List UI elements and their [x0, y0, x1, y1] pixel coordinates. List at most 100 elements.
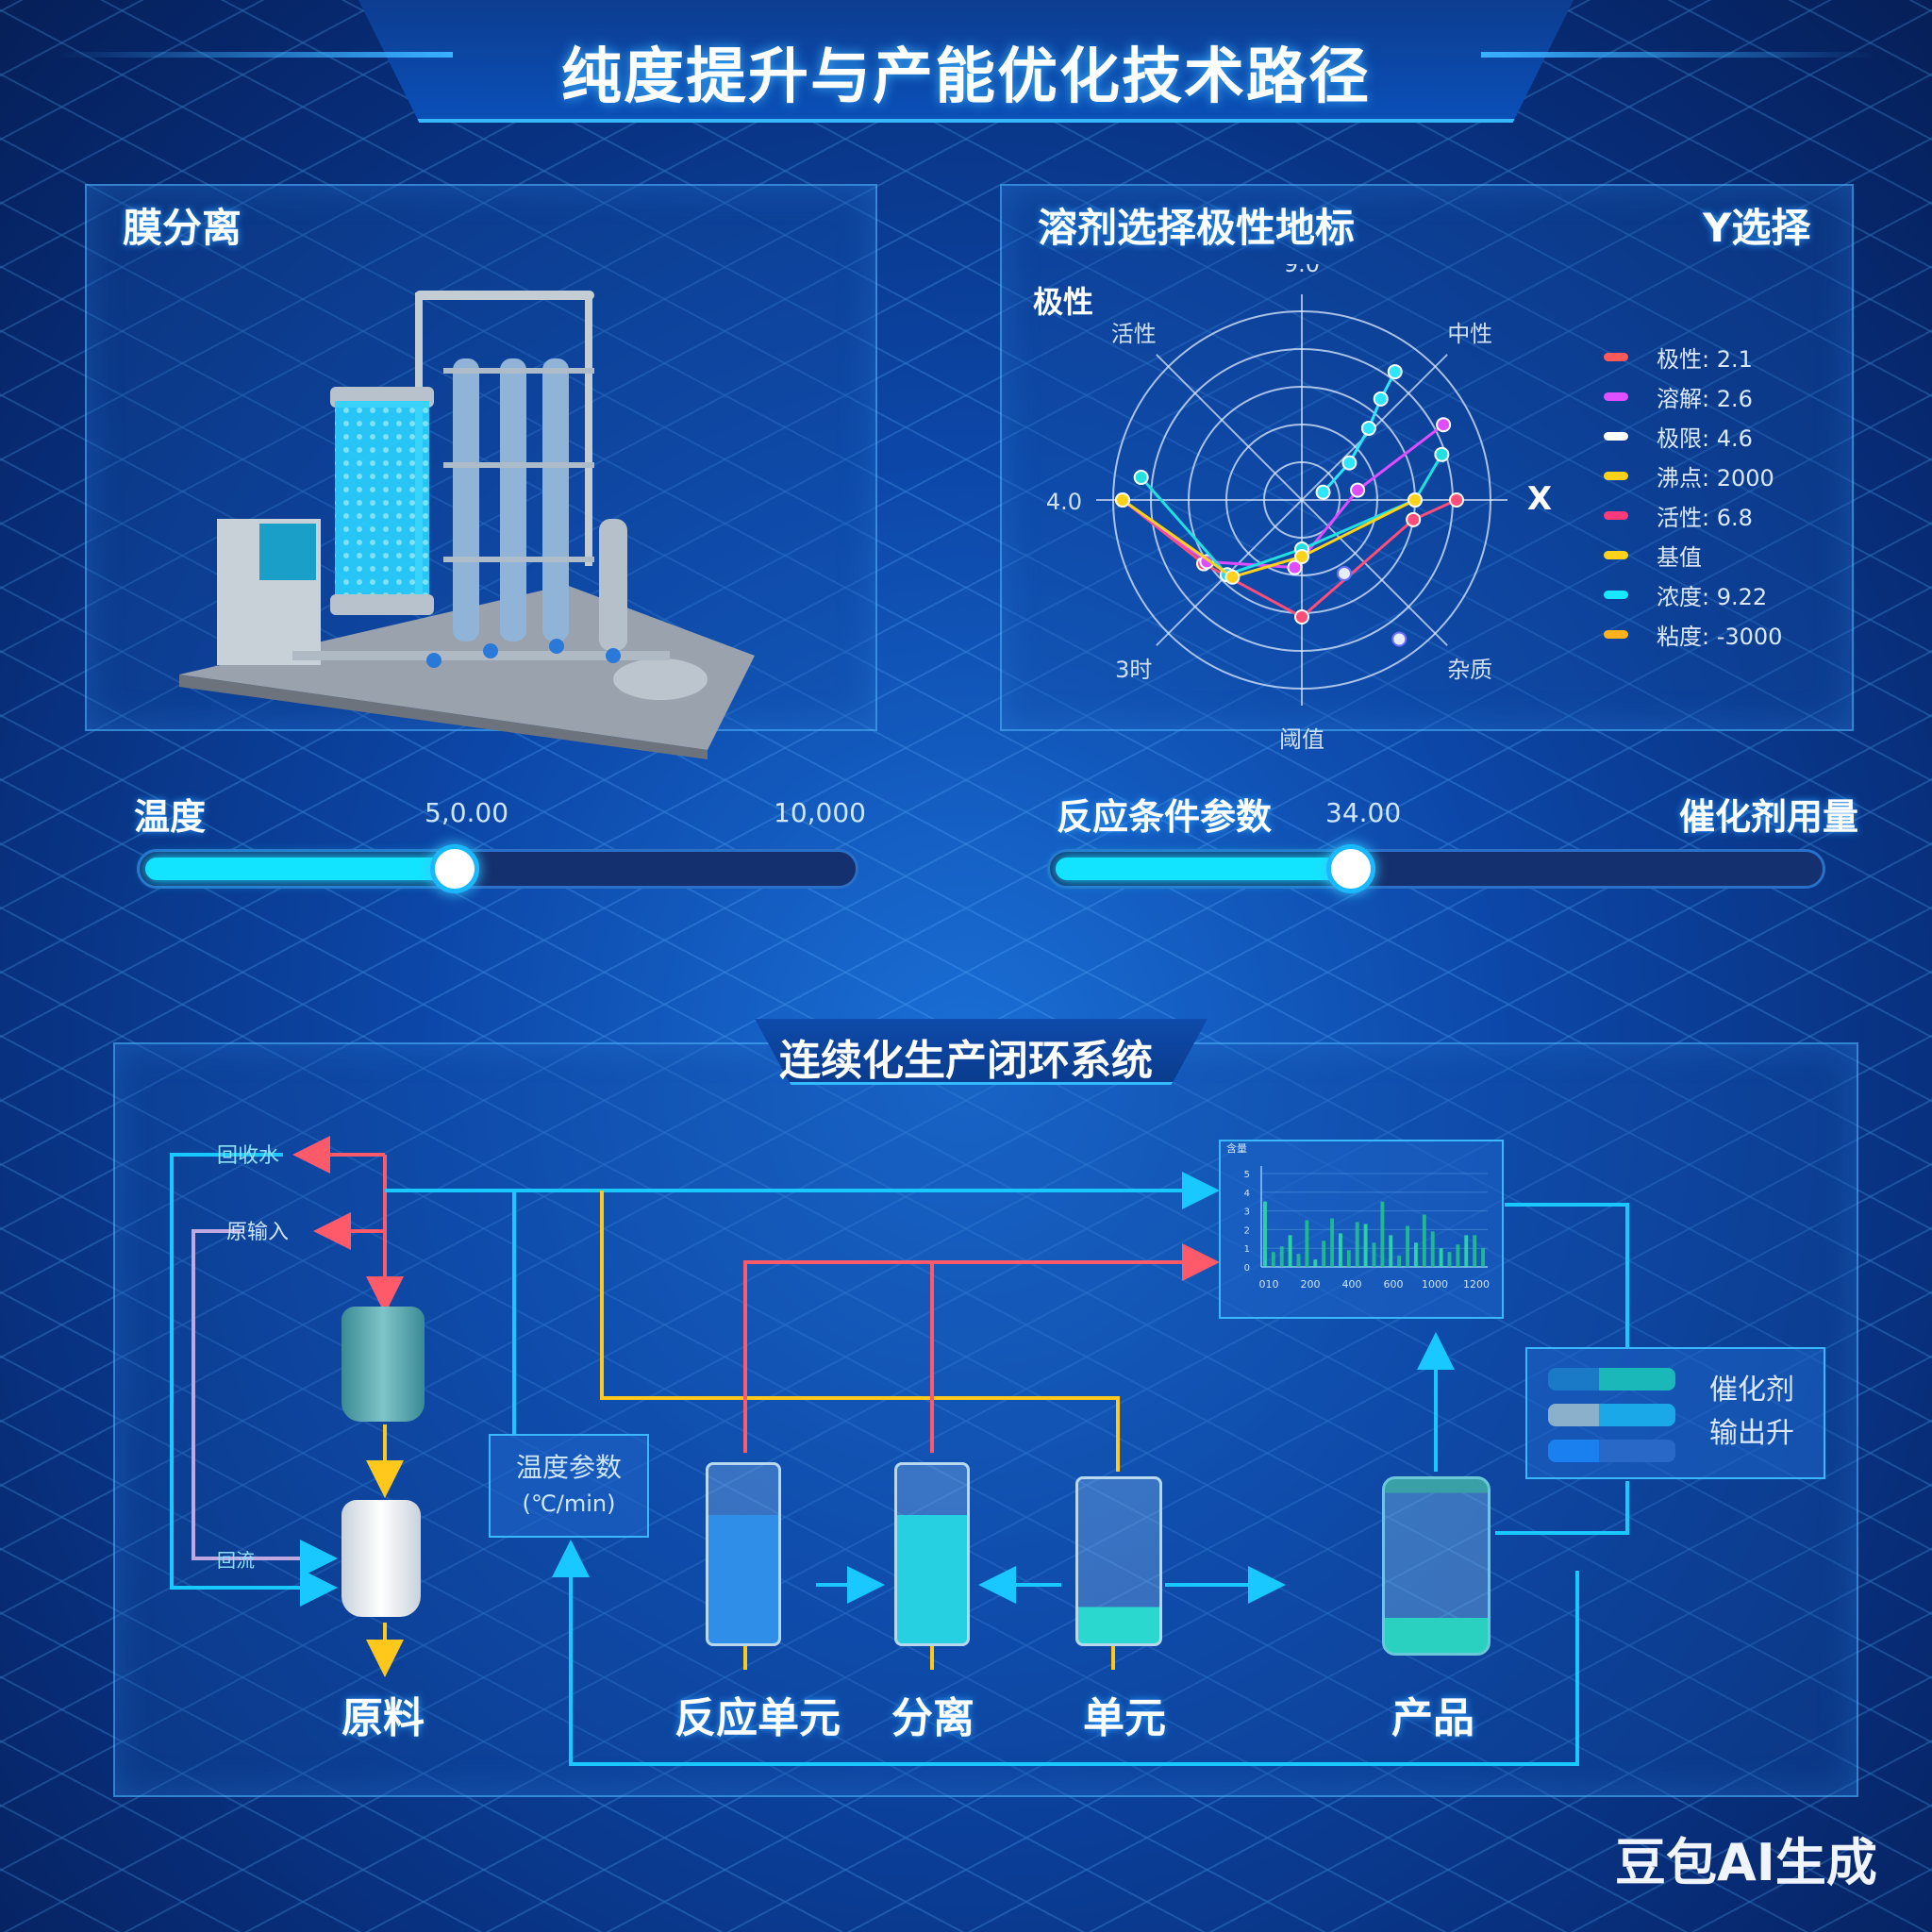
- legend-label: 沸点: 2000: [1657, 464, 1774, 491]
- monitor-y-tick: 2: [1244, 1225, 1250, 1236]
- solvent-title: 溶剂选择极性地标: [1038, 205, 1356, 251]
- radar-series-line: [1122, 498, 1416, 579]
- radar-point: [1350, 482, 1366, 498]
- monitor-bar: [1372, 1242, 1376, 1267]
- catalyst-bar-2: [1548, 1404, 1675, 1426]
- radar-point: [1341, 455, 1357, 471]
- temperature-value: 5,0.00: [425, 797, 509, 828]
- unit-label-reaction: 反应单元: [675, 1694, 841, 1742]
- page-title: 纯度提升与产能优化技术路径: [561, 42, 1371, 112]
- monitor-bar: [1296, 1254, 1301, 1267]
- radar-point: [1287, 559, 1303, 575]
- catalyst-output-box[interactable]: [1525, 1347, 1825, 1479]
- radar-axis: [1156, 354, 1303, 501]
- monitor-bar: [1422, 1214, 1426, 1267]
- temperature-max: 10,000: [774, 797, 866, 828]
- radar-axis-label: 活性: [1111, 321, 1157, 347]
- monitor-bar: [1406, 1225, 1409, 1267]
- legend-swatch: [1604, 629, 1628, 639]
- membrane-title: 膜分离: [123, 205, 242, 251]
- unit-label-product: 产品: [1391, 1694, 1474, 1742]
- unit-vessel: [1075, 1476, 1162, 1646]
- radar-point: [1449, 492, 1464, 508]
- membrane-equipment-image: [179, 291, 755, 759]
- raw-input: 原输入: [226, 1221, 290, 1244]
- radar-point: [1406, 511, 1422, 527]
- reaction-params-slider[interactable]: [1047, 844, 1825, 893]
- legend-item: 极限: 4.6: [1604, 416, 1782, 456]
- monitor-y-tick: 3: [1244, 1208, 1250, 1218]
- title-banner: [358, 0, 1574, 123]
- catalyst-bar-3: [1548, 1440, 1675, 1462]
- y-select-title[interactable]: Y选择: [1703, 205, 1811, 251]
- radar-outlier-point: [1337, 565, 1352, 581]
- radar-point: [1360, 420, 1376, 436]
- monitor-bar: [1414, 1242, 1418, 1267]
- banner-deco-right: [1481, 52, 1877, 58]
- radar-outlier-point: [1391, 631, 1407, 647]
- monitor-bar: [1355, 1222, 1359, 1267]
- unit-label-unit: 单元: [1083, 1694, 1166, 1742]
- feed-tank: [341, 1307, 425, 1422]
- monitor-bar: [1481, 1248, 1485, 1267]
- monitor-x-tick: 200: [1301, 1278, 1321, 1291]
- temperature-slider-handle[interactable]: [429, 844, 479, 893]
- monitor-bar: [1464, 1235, 1469, 1267]
- monitor-bar: [1263, 1201, 1267, 1267]
- monitor-bar: [1439, 1248, 1443, 1267]
- legend-swatch: [1604, 590, 1628, 599]
- radar-axis-label: 中性: [1447, 321, 1492, 347]
- monitor-bar: [1447, 1252, 1452, 1267]
- monitor-x-tick: 600: [1384, 1278, 1404, 1291]
- reaction-unit-vessel: [706, 1462, 781, 1646]
- temperature-slider[interactable]: [137, 844, 858, 893]
- monitor-x-tick: 010: [1259, 1278, 1279, 1291]
- catalyst-box-line2: 输出升: [1709, 1417, 1794, 1450]
- monitor-y-tick: 0: [1244, 1263, 1250, 1274]
- reaction-params-slider-fill: [1056, 858, 1352, 880]
- raw-material-tank: [341, 1500, 421, 1617]
- legend-swatch: [1604, 431, 1628, 441]
- legend-label: 极性: 2.1: [1657, 345, 1753, 373]
- loop-title-banner: [755, 1019, 1208, 1085]
- reaction-params-label: 反应条件参数: [1057, 796, 1273, 838]
- monitor-bar: [1288, 1235, 1292, 1267]
- radar-point: [1315, 484, 1331, 500]
- radar-axis-label: 4.0: [1046, 489, 1082, 515]
- radar-axis-label: X: [1527, 480, 1552, 518]
- radar-point: [1373, 391, 1389, 407]
- recycle-water-input: 回收水: [217, 1144, 280, 1168]
- unit-label-raw: 原料: [341, 1694, 425, 1742]
- monitor-bar: [1397, 1256, 1402, 1267]
- reaction-params-value: 34.00: [1325, 797, 1402, 828]
- legend-swatch: [1604, 391, 1628, 401]
- radar-point: [1115, 492, 1130, 508]
- reaction-params-slider-handle[interactable]: [1326, 844, 1376, 893]
- monitor-x-tick: 400: [1342, 1278, 1362, 1291]
- monitor-bar: [1271, 1252, 1275, 1267]
- radar-point: [1224, 569, 1241, 585]
- monitor-bar: [1313, 1259, 1318, 1267]
- monitor-bar: [1305, 1220, 1309, 1267]
- legend-swatch: [1604, 352, 1628, 361]
- monitor-bar: [1322, 1241, 1326, 1267]
- product-vessel: [1382, 1476, 1491, 1656]
- radar-point: [1434, 446, 1450, 462]
- separation-vessel: [894, 1462, 970, 1646]
- temperature-param-box[interactable]: [489, 1434, 649, 1538]
- legend-item: 粘度: -3000: [1604, 614, 1782, 654]
- watermark: 豆包AI生成: [1615, 1833, 1877, 1892]
- radar-point: [1294, 549, 1309, 564]
- radar-point: [1294, 609, 1309, 625]
- legend-label: 溶解: 2.6: [1657, 385, 1753, 412]
- catalyst-box-line1: 催化剂: [1709, 1374, 1794, 1407]
- legend-swatch: [1604, 471, 1628, 480]
- monitor-bar: [1380, 1201, 1385, 1267]
- param-box-unit: (℃/min): [522, 1491, 616, 1517]
- radar-point: [1436, 417, 1452, 433]
- legend-label: 浓度: 9.22: [1657, 583, 1768, 610]
- monitor-bar: [1456, 1244, 1460, 1267]
- temperature-slider-fill: [145, 858, 455, 880]
